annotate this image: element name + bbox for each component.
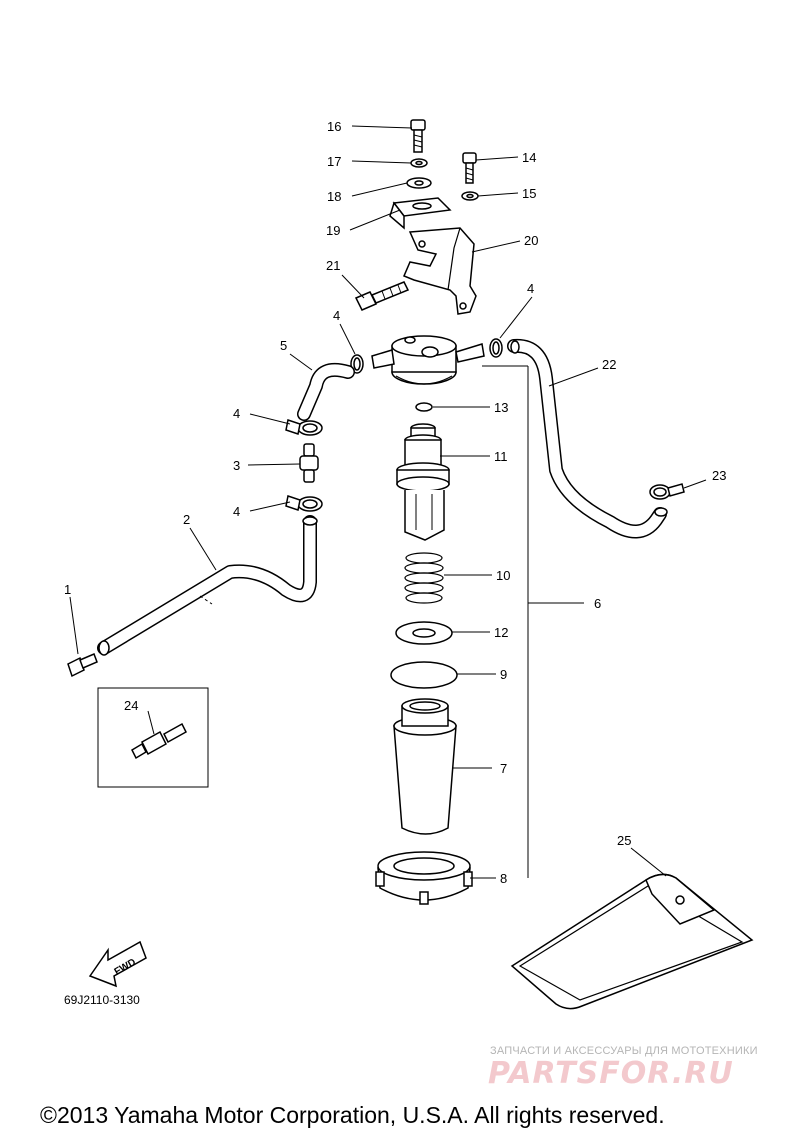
part-label-15: 15 <box>522 186 536 201</box>
part-label-11: 11 <box>494 449 508 464</box>
part-label-12: 12 <box>494 625 508 640</box>
part-label-13: 13 <box>494 400 508 415</box>
copyright-notice: ©2013 Yamaha Motor Corporation, U.S.A. A… <box>40 1102 665 1128</box>
part-label-7: 7 <box>500 761 507 776</box>
part-label-5: 5 <box>280 338 287 353</box>
part-23-clamp <box>649 483 685 500</box>
part-12-washer <box>395 621 453 645</box>
part-5-hose <box>297 362 355 421</box>
drawing-number: 69J2110-3130 <box>64 993 140 1007</box>
part-25-bag <box>510 873 754 1010</box>
part-22-hose <box>507 338 668 539</box>
part-label-4b: 4 <box>233 504 240 519</box>
part-10-spring <box>404 552 444 604</box>
watermark-tagline: ЗАПЧАСТИ И АКСЕССУАРЫ ДЛЯ МОТОТЕХНИКИ <box>490 1045 758 1057</box>
part-label-21: 21 <box>326 258 340 273</box>
part-4-clamp-head-right <box>489 338 503 358</box>
filter-head <box>371 335 485 385</box>
part-11-filter-element <box>396 423 450 541</box>
part-label-19: 19 <box>326 223 340 238</box>
part-3-joint <box>299 443 319 483</box>
part-label-4c: 4 <box>333 308 340 323</box>
part-label-6: 6 <box>594 596 601 611</box>
part-13-o-ring <box>415 402 433 412</box>
part-label-14: 14 <box>522 150 536 165</box>
part-label-10: 10 <box>496 568 510 583</box>
part-7-filter-cup <box>393 698 457 835</box>
part-label-4a: 4 <box>233 406 240 421</box>
part-17-lock-washer <box>410 158 428 168</box>
part-20-bracket <box>403 227 477 315</box>
part-label-8: 8 <box>500 871 507 886</box>
part-label-16: 16 <box>327 119 341 134</box>
part-label-9: 9 <box>500 667 507 682</box>
part-16-bolt <box>410 119 426 153</box>
part-label-17: 17 <box>327 154 341 169</box>
part-21-bolt <box>354 281 410 311</box>
part-4-clamp-upper <box>285 419 323 436</box>
part-label-20: 20 <box>524 233 538 248</box>
part-label-25: 25 <box>617 833 631 848</box>
part-14-bolt <box>462 152 477 184</box>
part-label-2: 2 <box>183 512 190 527</box>
part-1-plug <box>67 653 98 678</box>
fwd-arrow: FWD <box>88 940 147 988</box>
part-label-3: 3 <box>233 458 240 473</box>
part-label-1: 1 <box>64 582 71 597</box>
part-19-plate <box>389 197 452 230</box>
watermark-logo: PARTSFOR.RU <box>488 1056 734 1091</box>
part-8-ring-nut <box>375 851 473 905</box>
part-label-4d: 4 <box>527 281 534 296</box>
part-label-22: 22 <box>602 357 616 372</box>
part-2-hose <box>97 515 318 656</box>
part-9-o-ring <box>390 661 458 689</box>
part-24-box <box>97 687 209 788</box>
part-15-washer <box>461 191 479 201</box>
leader-lines <box>69 125 707 879</box>
part-label-24: 24 <box>124 698 138 713</box>
part-label-23: 23 <box>712 468 726 483</box>
part-4-clamp-lower <box>285 495 323 512</box>
part-18-washer <box>406 177 432 189</box>
part-label-18: 18 <box>327 189 341 204</box>
